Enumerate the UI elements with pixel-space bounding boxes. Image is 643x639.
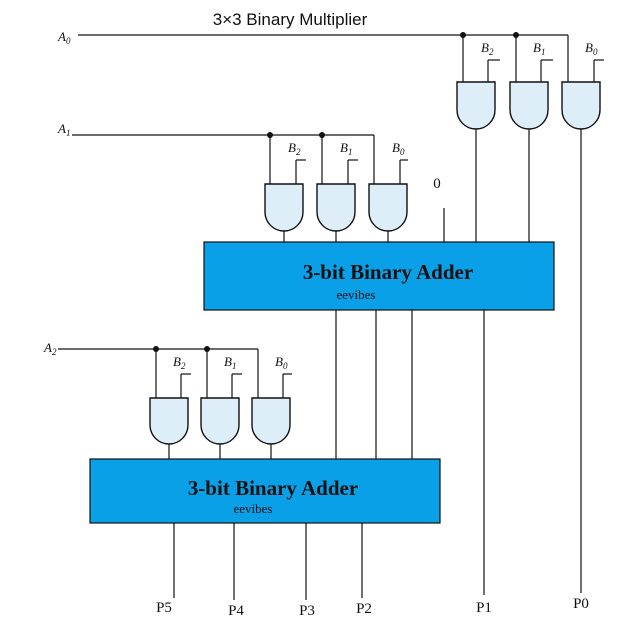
b1-label: B1	[340, 140, 352, 157]
b0-label: B0	[275, 354, 288, 371]
output-p2: P2	[356, 601, 372, 617]
b2-label: B2	[288, 140, 301, 157]
and-gate	[368, 183, 408, 232]
carry-in-zero: 0	[433, 176, 441, 192]
input-label-a1: A1	[57, 121, 70, 138]
and-gate	[561, 81, 601, 130]
adder-1: 3-bit Binary Adder eevibes	[203, 241, 555, 595]
b0-label: B0	[585, 40, 598, 57]
b2-label: B2	[173, 354, 186, 371]
b2-label: B2	[481, 40, 494, 57]
row-a2: A2 B2 B1 B0	[43, 340, 292, 459]
diagram-title: 3×3 Binary Multiplier	[213, 10, 368, 29]
and-gate	[456, 81, 496, 130]
input-label-a0: A0	[57, 29, 71, 46]
row-a0: A0 B2 B1 B0	[57, 29, 604, 593]
and-gate	[251, 397, 291, 445]
output-p0: P0	[573, 596, 589, 612]
adder-2-title: 3-bit Binary Adder	[188, 476, 358, 500]
and-gate	[149, 397, 189, 445]
output-p1: P1	[476, 600, 492, 616]
and-gate	[316, 183, 356, 232]
output-p4: P4	[228, 603, 244, 619]
and-gate	[264, 183, 304, 232]
and-gate	[200, 397, 240, 445]
outputs: P5 P4 P3 P2 P1 P0	[156, 596, 589, 619]
input-label-a2: A2	[43, 340, 57, 357]
output-p3: P3	[299, 603, 315, 619]
output-p5: P5	[156, 600, 172, 616]
row-a1: A1 B2 B1 B0 0	[57, 121, 445, 242]
adder-1-title: 3-bit Binary Adder	[303, 260, 473, 284]
adder-2-box	[89, 458, 441, 524]
adder-2-watermark: eevibes	[234, 501, 273, 516]
b0-label: B0	[392, 140, 405, 157]
adder-1-box	[203, 241, 555, 311]
adder-2: 3-bit Binary Adder eevibes	[89, 458, 441, 600]
b1-label: B1	[533, 40, 545, 57]
b1-label: B1	[224, 354, 236, 371]
adder-1-watermark: eevibes	[337, 287, 376, 302]
and-gate	[509, 81, 549, 130]
